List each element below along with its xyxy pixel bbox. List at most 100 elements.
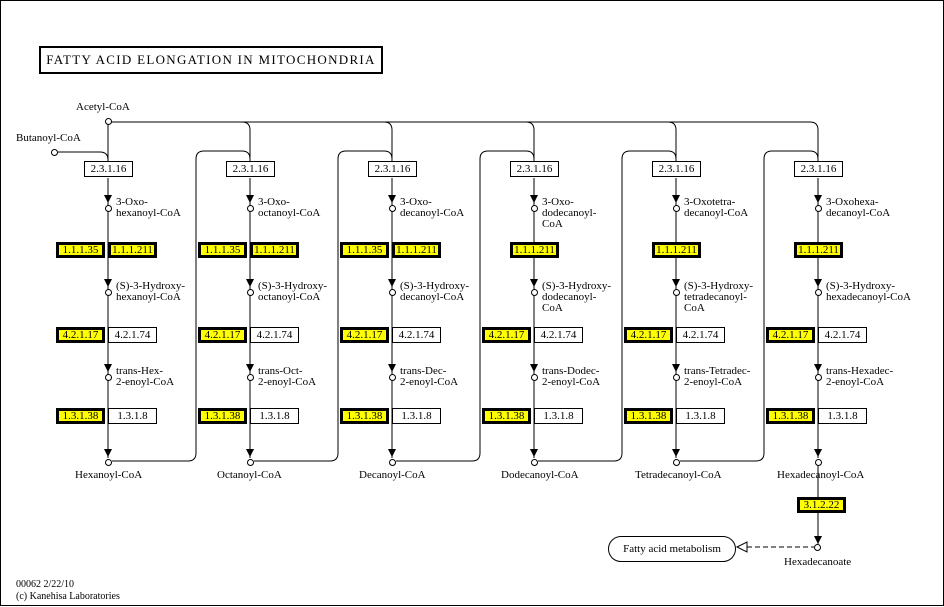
col-1-hydroxy-acyl-coa-label-line-1[interactable]: (S)-3-Hydroxy- <box>116 280 186 292</box>
enzyme-4-2-1-17-col-2[interactable]: 4.2.1.17 <box>198 327 247 343</box>
enzyme-4-2-1-74-col-5[interactable]: 4.2.1.74 <box>676 327 725 343</box>
butanoyl-coa-label[interactable]: Butanoyl-CoA <box>16 132 81 144</box>
col-1-product-label[interactable]: Hexanoyl-CoA <box>75 469 143 481</box>
col-6-enoyl-coa-label-line-1[interactable]: trans-Hexadec- <box>826 365 894 377</box>
enzyme-1-1-1-35-col-2[interactable]: 1.1.1.35 <box>198 242 247 258</box>
col-4-enoyl-coa-label-line-2[interactable]: 2-enoyl-CoA <box>542 376 601 388</box>
col-2-hydroxy-acyl-coa-label-line-2[interactable]: octanoyl-CoA <box>258 291 321 303</box>
enzyme-1-1-1-35-col-1[interactable]: 1.1.1.35 <box>56 242 105 258</box>
col-5-hydroxy-acyl-coa-label-line-2[interactable]: tetradecanoyl- <box>684 291 747 303</box>
col-4-compound-node-3[interactable] <box>531 374 538 381</box>
col-2-product-label[interactable]: Octanoyl-CoA <box>217 469 282 481</box>
hexadecanoate-label[interactable]: Hexadecanoate <box>784 556 852 568</box>
col-3-oxo-acyl-coa-label-line-2[interactable]: decanoyl-CoA <box>400 207 465 219</box>
col-6-compound-node-1[interactable] <box>815 205 822 212</box>
col-6-compound-node-3[interactable] <box>815 374 822 381</box>
col-3-hydroxy-acyl-coa-label-line-2[interactable]: decanoyl-CoA <box>400 291 465 303</box>
enzyme-2-3-1-16-col-3[interactable]: 2.3.1.16 <box>368 161 417 177</box>
col-3-compound-node-2[interactable] <box>389 289 396 296</box>
col-4-oxo-acyl-coa-label-line-2[interactable]: dodecanoyl- <box>542 207 597 219</box>
enzyme-1-1-1-211-col-5[interactable]: 1.1.1.211 <box>652 242 701 258</box>
col-5-hydroxy-acyl-coa-label-line-1[interactable]: (S)-3-Hydroxy- <box>684 280 754 292</box>
acetyl-coa-node[interactable] <box>105 118 112 125</box>
enzyme-2-3-1-16-col-2[interactable]: 2.3.1.16 <box>226 161 275 177</box>
col-4-oxo-acyl-coa-label-line-1[interactable]: 3-Oxo- <box>542 196 574 208</box>
enzyme-1-3-1-38-col-6[interactable]: 1.3.1.38 <box>766 408 815 424</box>
col-3-oxo-acyl-coa-label-line-1[interactable]: 3-Oxo- <box>400 196 432 208</box>
col-1-oxo-acyl-coa-label-line-2[interactable]: hexanoyl-CoA <box>116 207 181 219</box>
enzyme-2-3-1-16-col-4[interactable]: 2.3.1.16 <box>510 161 559 177</box>
acetyl-coa-label[interactable]: Acetyl-CoA <box>76 101 130 113</box>
col-4-compound-node-1[interactable] <box>531 205 538 212</box>
enzyme-1-1-1-211-col-2[interactable]: 1.1.1.211 <box>250 242 299 258</box>
col-2-compound-node-2[interactable] <box>247 289 254 296</box>
col-2-compound-node-4[interactable] <box>247 459 254 466</box>
col-5-compound-node-4[interactable] <box>673 459 680 466</box>
col-1-enoyl-coa-label-line-1[interactable]: trans-Hex- <box>116 365 164 377</box>
col-2-enoyl-coa-label-line-1[interactable]: trans-Oct- <box>258 365 303 377</box>
col-4-enoyl-coa-label-line-1[interactable]: trans-Dodec- <box>542 365 600 377</box>
enzyme-1-3-1-38-col-1[interactable]: 1.3.1.38 <box>56 408 105 424</box>
col-3-enoyl-coa-label-line-1[interactable]: trans-Dec- <box>400 365 447 377</box>
enzyme-1-1-1-35-col-3[interactable]: 1.1.1.35 <box>340 242 389 258</box>
enzyme-1-3-1-8-col-2[interactable]: 1.3.1.8 <box>250 408 299 424</box>
col-6-compound-node-2[interactable] <box>815 289 822 296</box>
enzyme-4-2-1-74-col-4[interactable]: 4.2.1.74 <box>534 327 583 343</box>
enzyme-4-2-1-17-col-1[interactable]: 4.2.1.17 <box>56 327 105 343</box>
col-6-oxo-acyl-coa-label-line-2[interactable]: decanoyl-CoA <box>826 207 891 219</box>
enzyme-4-2-1-17-col-5[interactable]: 4.2.1.17 <box>624 327 673 343</box>
enzyme-1-3-1-38-col-4[interactable]: 1.3.1.38 <box>482 408 531 424</box>
col-1-compound-node-2[interactable] <box>105 289 112 296</box>
enzyme-1-1-1-211-col-3[interactable]: 1.1.1.211 <box>392 242 441 258</box>
col-2-enoyl-coa-label-line-2[interactable]: 2-enoyl-CoA <box>258 376 317 388</box>
enzyme-1-3-1-38-col-5[interactable]: 1.3.1.38 <box>624 408 673 424</box>
butanoyl-coa-node[interactable] <box>51 149 58 156</box>
col-5-oxo-acyl-coa-label-line-1[interactable]: 3-Oxotetra- <box>684 196 736 208</box>
enzyme-4-2-1-17-col-3[interactable]: 4.2.1.17 <box>340 327 389 343</box>
col-1-enoyl-coa-label-line-2[interactable]: 2-enoyl-CoA <box>116 376 175 388</box>
enzyme-1-3-1-8-col-6[interactable]: 1.3.1.8 <box>818 408 867 424</box>
col-5-compound-node-3[interactable] <box>673 374 680 381</box>
col-6-compound-node-4[interactable] <box>815 459 822 466</box>
enzyme-4-2-1-17-col-6[interactable]: 4.2.1.17 <box>766 327 815 343</box>
col-1-oxo-acyl-coa-label-line-1[interactable]: 3-Oxo- <box>116 196 148 208</box>
col-2-oxo-acyl-coa-label-line-2[interactable]: octanoyl-CoA <box>258 207 321 219</box>
col-1-compound-node-4[interactable] <box>105 459 112 466</box>
col-3-product-label[interactable]: Decanoyl-CoA <box>359 469 426 481</box>
enzyme-4-2-1-74-col-6[interactable]: 4.2.1.74 <box>818 327 867 343</box>
enzyme-1-3-1-8-col-5[interactable]: 1.3.1.8 <box>676 408 725 424</box>
col-4-hydroxy-acyl-coa-label-line-2[interactable]: dodecanoyl- <box>542 291 597 303</box>
enzyme-2-3-1-16-col-5[interactable]: 2.3.1.16 <box>652 161 701 177</box>
col-3-hydroxy-acyl-coa-label-line-1[interactable]: (S)-3-Hydroxy- <box>400 280 470 292</box>
enzyme-1-3-1-38-col-2[interactable]: 1.3.1.38 <box>198 408 247 424</box>
col-4-product-label[interactable]: Dodecanoyl-CoA <box>501 469 579 481</box>
enzyme-3-1-2-22[interactable]: 3.1.2.22 <box>797 497 846 513</box>
enzyme-4-2-1-17-col-4[interactable]: 4.2.1.17 <box>482 327 531 343</box>
enzyme-4-2-1-74-col-2[interactable]: 4.2.1.74 <box>250 327 299 343</box>
col-4-compound-node-4[interactable] <box>531 459 538 466</box>
enzyme-1-3-1-38-col-3[interactable]: 1.3.1.38 <box>340 408 389 424</box>
enzyme-2-3-1-16-col-6[interactable]: 2.3.1.16 <box>794 161 843 177</box>
col-5-enoyl-coa-label-line-1[interactable]: trans-Tetradec- <box>684 365 751 377</box>
col-5-enoyl-coa-label-line-2[interactable]: 2-enoyl-CoA <box>684 376 743 388</box>
col-1-compound-node-3[interactable] <box>105 374 112 381</box>
col-4-hydroxy-acyl-coa-label-line-1[interactable]: (S)-3-Hydroxy- <box>542 280 612 292</box>
col-5-compound-node-1[interactable] <box>673 205 680 212</box>
enzyme-1-1-1-211-col-6[interactable]: 1.1.1.211 <box>794 242 843 258</box>
col-5-hydroxy-acyl-coa-label-line-3[interactable]: CoA <box>684 302 705 314</box>
col-5-product-label[interactable]: Tetradecanoyl-CoA <box>635 469 722 481</box>
col-2-compound-node-1[interactable] <box>247 205 254 212</box>
enzyme-4-2-1-74-col-1[interactable]: 4.2.1.74 <box>108 327 157 343</box>
enzyme-2-3-1-16-col-1[interactable]: 2.3.1.16 <box>84 161 133 177</box>
col-3-enoyl-coa-label-line-2[interactable]: 2-enoyl-CoA <box>400 376 459 388</box>
col-6-hydroxy-acyl-coa-label-line-2[interactable]: hexadecanoyl-CoA <box>826 291 911 303</box>
col-1-hydroxy-acyl-coa-label-line-2[interactable]: hexanoyl-CoA <box>116 291 181 303</box>
enzyme-1-1-1-211-col-4[interactable]: 1.1.1.211 <box>510 242 559 258</box>
enzyme-1-3-1-8-col-3[interactable]: 1.3.1.8 <box>392 408 441 424</box>
col-1-compound-node-1[interactable] <box>105 205 112 212</box>
enzyme-1-1-1-211-col-1[interactable]: 1.1.1.211 <box>108 242 157 258</box>
map-link-fatty-acid-metabolism[interactable]: Fatty acid metabolism <box>608 536 736 562</box>
col-2-hydroxy-acyl-coa-label-line-1[interactable]: (S)-3-Hydroxy- <box>258 280 328 292</box>
col-6-enoyl-coa-label-line-2[interactable]: 2-enoyl-CoA <box>826 376 885 388</box>
hexadecanoate-node[interactable] <box>814 544 821 551</box>
